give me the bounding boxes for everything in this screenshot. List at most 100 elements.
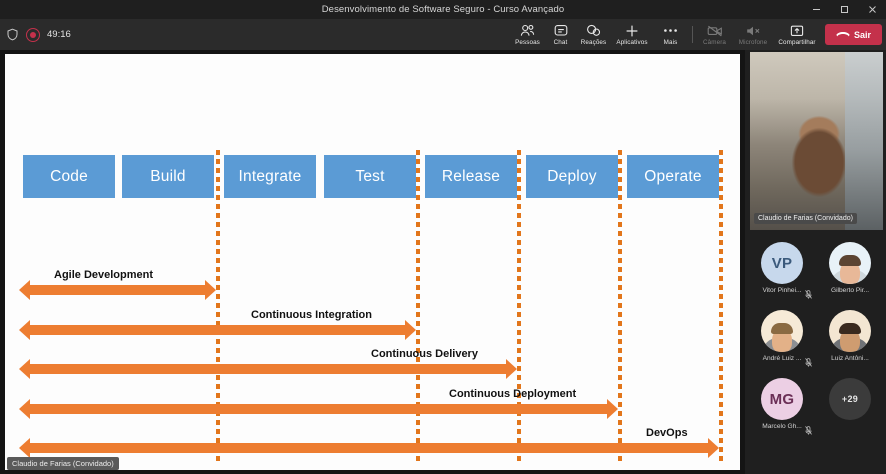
toolbar-label: Chat [553,38,568,46]
participant-overflow-tile[interactable]: +29 [815,374,885,446]
flow-arrow-agile-development [19,280,216,300]
pipeline-phase-row: Code Build Integrate Test Release Deploy… [5,54,740,470]
avatar-initials: VP [771,254,793,272]
restore-icon[interactable] [830,0,858,19]
toolbar-button-aplicativos[interactable]: Aplicativos [610,19,654,50]
phase-box-code: Code [23,155,115,198]
avatar [761,310,803,352]
phase-divider-line [416,150,420,462]
flow-label-devops: DevOps [646,427,688,439]
avatar-photo [829,242,871,284]
share-screen-icon [790,24,804,38]
participant-name: Vitor Pinhei... [762,287,802,294]
toolbar-label: Microfone [738,38,768,46]
minimize-icon[interactable] [802,0,830,19]
reactions-icon [586,24,601,38]
avatar: VP [761,242,803,284]
presenter-name-chip: Claudio de Farias (Convidado) [7,457,119,470]
phase-label: Integrate [238,167,302,185]
close-icon[interactable] [858,0,886,19]
toolbar-left-group: 49:16 [6,19,71,50]
participant-tile-vitor-pinheiro[interactable]: VP Vitor Pinhei... [747,238,817,310]
phase-label: Operate [644,167,702,185]
more-ellipsis-icon [663,24,678,38]
toolbar-label: Mais [663,38,678,46]
phase-box-test: Test [324,155,416,198]
flow-arrow-continuous-deployment [19,399,618,419]
toolbar-button-mais[interactable]: Mais [654,19,687,50]
participant-tile-luiz-antonio[interactable]: Luiz Antôni... [815,306,885,378]
flow-arrow-continuous-delivery [19,359,517,379]
phase-box-deploy: Deploy [526,155,618,198]
page-title: Desenvolvimento de Software Seguro - Cur… [321,4,565,15]
flow-label-continuous-integration: Continuous Integration [251,309,372,321]
toolbar-button-reacoes[interactable]: Reações [577,19,610,50]
toolbar-label: Compartilhar [778,38,816,46]
toolbar-button-pessoas[interactable]: Pessoas [511,19,544,50]
microphone-muted-icon [805,354,812,367]
phase-divider-line [517,150,521,462]
overflow-count: +29 [841,394,859,404]
window-title-bar: Desenvolvimento de Software Seguro - Cur… [0,0,886,19]
devops-pipeline-slide: Code Build Integrate Test Release Deploy… [5,54,740,470]
toolbar-label: Reações [580,38,607,46]
meeting-timer: 49:16 [47,29,71,40]
toolbar-right-group: Pessoas Chat Reações [511,19,882,50]
phase-divider-line [719,150,723,462]
hangup-icon [836,26,850,44]
apps-plus-icon [625,24,639,38]
toolbar-label: Pessoas [515,38,540,46]
phase-box-build: Build [122,155,214,198]
flow-arrow-continuous-integration [19,320,416,340]
meeting-toolbar: 49:16 Pessoas [0,19,886,50]
microphone-muted-icon [805,422,812,435]
phase-box-operate: Operate [627,155,719,198]
participant-name: Luiz Antôni... [831,355,869,362]
window-controls [802,0,886,19]
phase-box-release: Release [425,155,517,198]
camera-off-icon [707,24,723,38]
participant-tile-andre-luiz[interactable]: André Luiz ... [747,306,817,378]
leave-call-label: Sair [853,29,871,40]
people-icon [520,24,535,38]
flow-label-continuous-deployment: Continuous Deployment [449,388,577,400]
participant-tile-marcelo-gh[interactable]: MG Marcelo Gh... [747,374,817,446]
chat-icon [554,24,568,38]
overflow-badge: +29 [829,378,871,420]
record-indicator-icon [26,27,40,42]
toolbar-button-compartilhar[interactable]: Compartilhar [775,19,819,50]
toolbar-button-chat[interactable]: Chat [544,19,577,50]
leave-call-button[interactable]: Sair [825,24,882,45]
avatar-initials: MG [769,390,795,408]
phase-label: Build [150,167,186,185]
active-speaker-video-tile[interactable]: Claudio de Farias (Convidado) [750,52,883,230]
microphone-muted-icon [805,286,812,299]
flow-label-continuous-delivery: Continuous Delivery [371,348,478,360]
participant-name: André Luiz ... [762,355,802,362]
toolbar-label: Aplicativos [616,38,648,46]
flow-label-agile-development: Agile Development [54,269,154,281]
avatar-photo [829,310,871,352]
avatar-photo [761,310,803,352]
toolbar-button-camera[interactable]: Câmera [698,19,731,50]
participant-tile-gilberto-pires[interactable]: Gilberto Pir... [815,238,885,310]
video-name-label: Claudio de Farias (Convidado) [754,213,857,224]
video-frame-window [845,52,883,230]
phase-label: Test [355,167,385,185]
phase-box-integrate: Integrate [224,155,316,198]
phase-label: Release [441,167,501,185]
participant-name: Marcelo Gh... [762,423,802,430]
phase-divider-line [216,150,220,462]
toolbar-divider [692,26,693,43]
phase-label: Deploy [547,167,597,185]
shared-content-stage[interactable]: Code Build Integrate Test Release Deploy… [0,50,745,474]
toolbar-button-microfone[interactable]: Microfone [731,19,775,50]
avatar [829,242,871,284]
participant-name: Gilberto Pir... [830,287,870,294]
flow-arrow-devops [19,438,719,458]
toolbar-label: Câmera [703,38,726,46]
avatar [829,310,871,352]
avatar: MG [761,378,803,420]
phase-label: Code [50,167,88,185]
